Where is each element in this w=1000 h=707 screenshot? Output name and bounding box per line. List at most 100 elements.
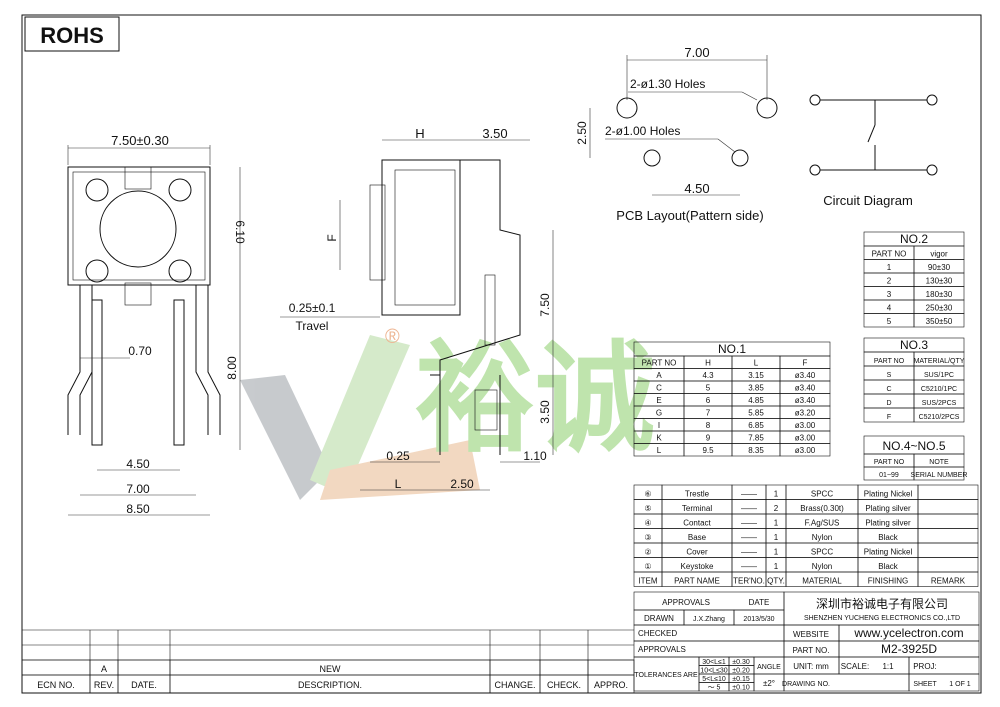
no1-row: 8.35 bbox=[748, 446, 764, 455]
pcb-vertical-dim: 2.50 bbox=[575, 121, 589, 145]
pcb-top-dim: 7.00 bbox=[684, 45, 709, 60]
bom-row: Plating Nickel bbox=[864, 548, 913, 557]
rev-a: A bbox=[101, 664, 107, 674]
no1-row: 6 bbox=[706, 396, 711, 405]
no1-row: 6.85 bbox=[748, 421, 764, 430]
bom-row: TER'NO. bbox=[733, 577, 765, 586]
table-cell bbox=[917, 499, 979, 515]
side-L-label: L bbox=[395, 477, 402, 491]
bom-row: —— bbox=[741, 533, 757, 542]
drawn-by: J.X.Zhang bbox=[693, 616, 725, 623]
no2-row: 5 bbox=[887, 317, 892, 326]
rev-header: CHECK. bbox=[547, 680, 581, 690]
bom-row: ④ bbox=[644, 519, 651, 528]
travel-label: Travel bbox=[296, 319, 329, 333]
no1-row: ø3.20 bbox=[795, 409, 816, 418]
no1-row: C bbox=[656, 384, 662, 393]
no1-row: ø3.00 bbox=[795, 434, 816, 443]
table-cell bbox=[917, 484, 979, 500]
rev-cell bbox=[587, 659, 635, 676]
side-height-dim: 7.50 bbox=[538, 293, 552, 317]
bom-row: 1 bbox=[774, 490, 779, 499]
no2-row: 90±30 bbox=[928, 263, 951, 272]
no1-row: 4.85 bbox=[748, 396, 764, 405]
no1-row: ø3.00 bbox=[795, 421, 816, 430]
no1-row: L bbox=[754, 359, 759, 368]
no1-title: NO.1 bbox=[718, 342, 746, 356]
watermark-logo-text: 裕诚 bbox=[415, 332, 655, 466]
no4-row: PART NO bbox=[874, 459, 905, 466]
website-label: WEBSITE bbox=[793, 630, 829, 639]
no1-row: L bbox=[657, 446, 662, 455]
no2-row: 180±30 bbox=[926, 290, 953, 299]
bom-row: Cover bbox=[686, 548, 708, 557]
tol-range: 30<L≤1 bbox=[702, 659, 726, 666]
pcb-holes-small: 2-ø1.00 Holes bbox=[605, 124, 680, 138]
table-cell bbox=[913, 407, 965, 423]
approvals-header: APPROVALS bbox=[662, 598, 710, 607]
scale-label: SCALE: bbox=[841, 662, 869, 671]
partno-label: PART NO. bbox=[793, 646, 830, 655]
bom-row: Trestle bbox=[685, 490, 710, 499]
no1-row: 9.5 bbox=[702, 446, 714, 455]
side-dim-2-50: 2.50 bbox=[450, 477, 474, 491]
circuit-title: Circuit Diagram bbox=[823, 193, 913, 208]
table-cell bbox=[917, 571, 979, 587]
no2-row: vigor bbox=[930, 250, 948, 259]
front-pin-dim: 0.70 bbox=[128, 344, 152, 358]
bom-row: SPCC bbox=[811, 548, 833, 557]
no1-row: E bbox=[656, 396, 661, 405]
no1-row: 5 bbox=[706, 384, 711, 393]
rev-cell bbox=[117, 659, 171, 676]
table-cell bbox=[913, 313, 965, 328]
no3-row: MATERIAL/QTY bbox=[914, 358, 965, 365]
bom-row: Contact bbox=[683, 519, 711, 528]
tol-range: 10<L≤30 bbox=[700, 668, 728, 675]
rev-header: APPRO. bbox=[594, 680, 628, 690]
no1-row: 7.85 bbox=[748, 434, 764, 443]
bom-row: Plating silver bbox=[865, 504, 911, 513]
tol-value: ±0.30 bbox=[732, 659, 750, 666]
bom-row: Base bbox=[688, 533, 707, 542]
no2-row: 350±50 bbox=[926, 317, 953, 326]
no2-row: 1 bbox=[887, 263, 892, 272]
rev-header: ECN NO. bbox=[37, 680, 75, 690]
approvals-label: APPROVALS bbox=[638, 645, 686, 654]
table-cell bbox=[917, 528, 979, 544]
table-cell bbox=[917, 542, 979, 558]
no2-row: 250±30 bbox=[926, 304, 953, 313]
table-cell bbox=[917, 513, 979, 529]
pcb-holes-large: 2-ø1.30 Holes bbox=[630, 77, 705, 91]
tol-range: ～ 5 bbox=[708, 685, 721, 692]
bom-row: —— bbox=[741, 519, 757, 528]
rohs-label: ROHS bbox=[40, 23, 104, 48]
bom-row: Keystoke bbox=[681, 562, 714, 571]
watermark-registered: ® bbox=[385, 326, 400, 348]
bom-row: Nylon bbox=[812, 562, 832, 571]
side-H-label: H bbox=[415, 126, 424, 141]
bom-row: —— bbox=[741, 490, 757, 499]
no3-row: C5210/2PCS bbox=[919, 414, 960, 421]
bom-row: REMARK bbox=[931, 577, 966, 586]
sheet-label: SHEET bbox=[913, 681, 937, 688]
bom-row: Black bbox=[878, 533, 899, 542]
no1-row: ø3.40 bbox=[795, 371, 816, 380]
table-cell bbox=[779, 443, 831, 457]
angle-value: ±2° bbox=[763, 679, 775, 688]
bom-row: Brass(0.30t) bbox=[800, 504, 844, 513]
bom-row: F.Ag/SUS bbox=[805, 519, 840, 528]
company-name-cn: 深圳市裕诚电子有限公司 bbox=[816, 596, 948, 611]
watermark: ® 裕诚 bbox=[240, 326, 655, 500]
rev-header: CHANGE. bbox=[494, 680, 535, 690]
tol-value: ±0.20 bbox=[732, 668, 750, 675]
tolerances-label: TOLERANCES ARE bbox=[634, 672, 698, 679]
no2-row: 130±30 bbox=[926, 277, 953, 286]
bom-row: —— bbox=[741, 548, 757, 557]
rohs-box bbox=[24, 16, 120, 52]
checked-label: CHECKED bbox=[638, 629, 677, 638]
bom-row: FINISHING bbox=[868, 577, 908, 586]
